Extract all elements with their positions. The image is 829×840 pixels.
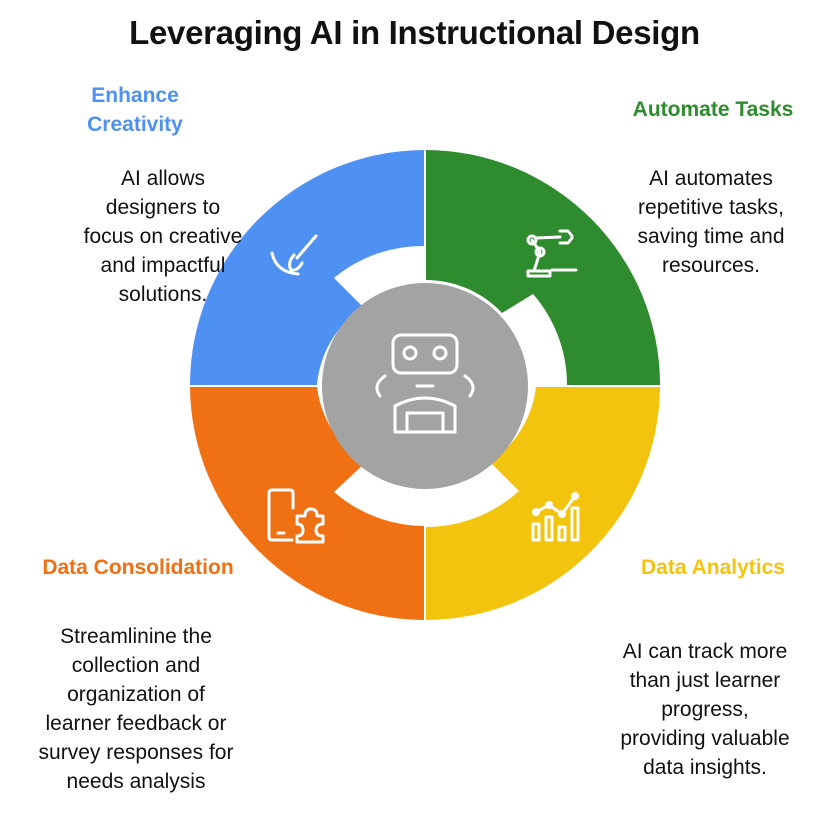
text-line: collection and [71,654,201,677]
text-line: data insights. [643,756,767,779]
text-line: organization of [67,683,205,706]
heading-data-analytics: Data Analytics [610,553,816,582]
text-line: AI allows [120,167,206,190]
text-line: learner feedback or [45,712,227,735]
text-line: focus on creative [83,225,243,248]
text-line: AI can track more [622,640,788,663]
heading-automate-tasks: Automate Tasks [600,95,826,124]
text-enhance-creativity: AI allows designers to focus on creative… [18,164,308,309]
heading-line: Data Analytics [641,556,785,579]
phone-puzzle-icon [267,488,325,544]
text-line: Streamlinine the [60,625,212,648]
text-data-consolidation: Streamlinine the collection and organiza… [15,622,257,796]
text-line: needs analysis [66,770,206,793]
segment-consolidation [190,387,424,620]
text-data-analytics: AI can track more than just learner prog… [588,637,822,782]
text-line: than just learner [629,669,781,692]
segment-analytics [426,387,660,620]
robotic-arm-icon [526,229,578,278]
heading-line: Data Consolidation [42,556,234,579]
segment-creativity [190,150,424,385]
text-line: progress, [661,698,749,721]
robot-icon [375,333,475,434]
text-line: saving time and [637,225,785,248]
text-line: repetitive tasks, [638,196,784,219]
heading-line: Enhance [91,84,179,107]
text-line: designers to [105,196,221,219]
heading-line: Creativity [87,113,183,136]
text-line: and impactful [100,254,226,277]
text-line: resources. [661,254,761,277]
heading-enhance-creativity: Enhance Creativity [60,81,210,139]
heading-data-consolidation: Data Consolidation [18,553,258,582]
bar-line-chart-icon [531,492,580,542]
text-automate-tasks: AI automates repetitive tasks, saving ti… [594,164,828,280]
paintbrush-icon [270,234,318,276]
text-line: solutions. [118,283,208,306]
text-line: AI automates [649,167,773,190]
segment-automate [426,150,660,385]
text-line: survey responses for [38,741,234,764]
page-title: Leveraging AI in Instructional Design [129,14,700,51]
text-line: providing valuable [620,727,790,750]
heading-line: Automate Tasks [632,98,794,121]
